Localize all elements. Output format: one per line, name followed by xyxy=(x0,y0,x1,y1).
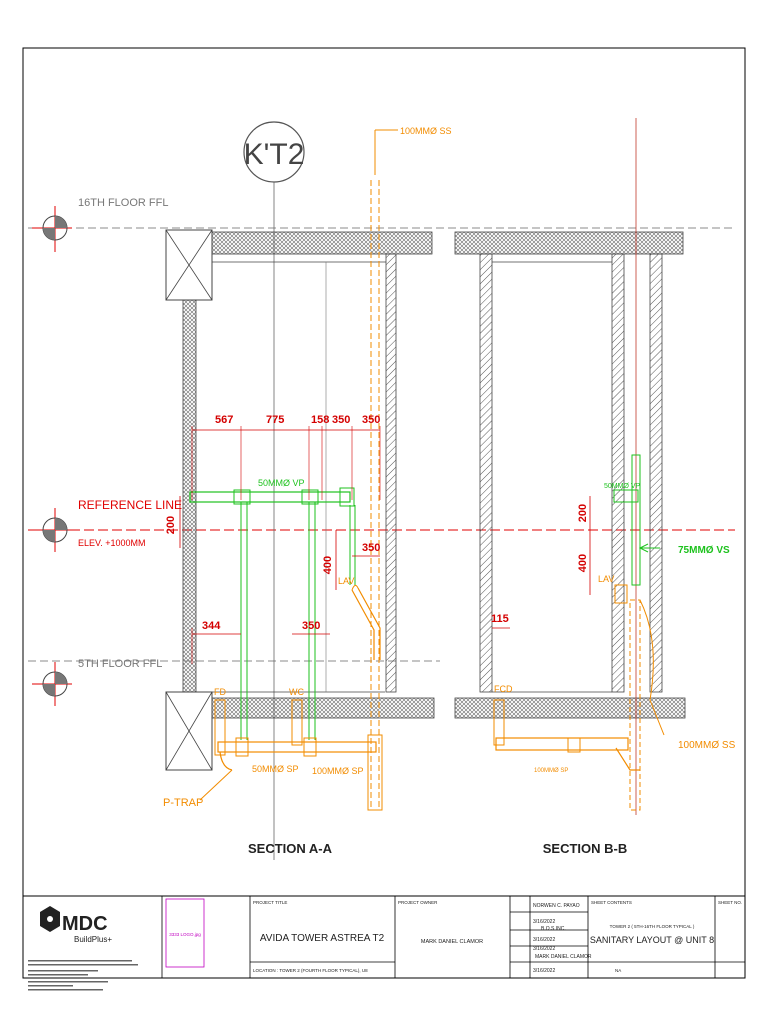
approved-by: MARK DANIEL CLAMOR xyxy=(535,954,592,960)
top-slab-a xyxy=(211,231,433,255)
room-tag-label: K'T2 xyxy=(244,138,305,171)
label-lav-b: LAV xyxy=(598,574,614,584)
date-3: 3/16/2022 xyxy=(533,946,555,952)
level-label-5th: 5TH FLOOR FFL xyxy=(78,658,162,670)
date-4: 3/16/2022 xyxy=(533,968,555,974)
label-sp-b: 100MMØ SP xyxy=(534,768,568,774)
label-vp-a: 50MMØ VP xyxy=(258,478,305,488)
ptrap-leader xyxy=(199,769,233,801)
bottom-slab-b xyxy=(454,697,686,719)
dim-350-mid: 350 xyxy=(362,542,380,554)
bottom-slab-a xyxy=(211,697,435,719)
label-sp100-a: 100MMØ SP xyxy=(312,766,364,776)
project-label: PROJECT TITLE xyxy=(253,900,287,905)
column-box-bottom xyxy=(165,691,213,771)
label-wc-a: WC xyxy=(289,687,304,697)
level-label-ref: REFERENCE LINE xyxy=(78,498,182,512)
label-fd-a: FD xyxy=(214,687,226,697)
rev-value: NA xyxy=(615,968,621,973)
designed-by: NORWEN C. PAYAO xyxy=(533,903,580,909)
vent-pipe-b xyxy=(613,454,660,586)
dim-350-a2: 350 xyxy=(362,414,380,426)
level-label-16th: 16TH FLOOR FFL xyxy=(78,197,168,209)
company-logo xyxy=(40,906,60,932)
sheet-label: SHEET NO. xyxy=(718,900,742,905)
dim-115: 115 xyxy=(491,613,509,625)
sheet-subtitle: TOWER 2 ( 5TH-16TH FLOOR TYPICAL ) xyxy=(610,924,695,929)
left-wall-b xyxy=(479,253,493,693)
dim-400-a: 400 xyxy=(322,556,334,574)
sheet-title: SANITARY LAYOUT @ UNIT 8 xyxy=(590,935,714,945)
section-b-title: SECTION B-B xyxy=(543,841,628,856)
logo-placeholder-text: 3333 LOGO.jpg xyxy=(169,932,201,937)
level-marker-5th xyxy=(32,662,72,706)
vent-pipe-a xyxy=(189,487,356,740)
column-box-top xyxy=(165,229,213,301)
dim-line-top-a xyxy=(191,426,381,500)
top-slab-b xyxy=(454,231,684,255)
owner-label: PROJECT OWNER xyxy=(398,900,438,905)
drain-run-b xyxy=(493,584,665,811)
label-sp50-a: 50MMØ SP xyxy=(252,764,299,774)
mid-wall-b xyxy=(611,253,625,693)
right-wall-a xyxy=(385,253,397,693)
level-label-elev: ELEV. +1000MM xyxy=(78,538,145,548)
label-ss-a: 100MMØ SS xyxy=(400,126,452,136)
fine-print xyxy=(28,960,138,991)
label-lav-a: LAV xyxy=(338,576,354,586)
dim-350-low: 350 xyxy=(302,620,320,632)
sheet-contents-label: SHEET CONTENTS xyxy=(591,900,632,905)
dim-158: 158 xyxy=(311,414,329,426)
project-title: AVIDA TOWER ASTREA T2 xyxy=(260,933,385,944)
dim-400-b: 400 xyxy=(577,554,589,572)
dim-350-a1: 350 xyxy=(332,414,350,426)
dim-200-a: 200 xyxy=(165,516,177,534)
checked-by: B.O.S INC. xyxy=(541,926,566,932)
date-1: 3/16/2022 xyxy=(533,919,555,925)
ss-stack-a xyxy=(370,129,398,810)
logo-placeholder xyxy=(165,898,205,968)
label-ptrap: P-TRAP xyxy=(163,797,203,809)
label-vs-b: 75MMØ VS xyxy=(678,545,730,556)
label-ss-b: 100MMØ SS xyxy=(678,740,736,751)
right-wall-b xyxy=(649,253,663,693)
title-block xyxy=(161,896,745,978)
logo-text: MDC xyxy=(62,913,108,935)
dim-200-b: 200 xyxy=(577,504,589,522)
dim-775: 775 xyxy=(266,414,284,426)
drain-run-a xyxy=(214,584,383,811)
owner-name: MARK DANIEL CLAMOR xyxy=(421,939,483,945)
date-2: 3/16/2022 xyxy=(533,937,555,943)
level-marker-16th xyxy=(32,206,72,252)
project-location: LOCATION : TOWER 2 (FOURTH FLOOR TYPICAL… xyxy=(253,968,368,973)
logo-sub: BuildPlus+ xyxy=(74,935,112,944)
label-fcd-b: FCD xyxy=(494,684,513,694)
section-a-title: SECTION A-A xyxy=(248,841,333,856)
room-tag: K'T2 xyxy=(243,121,305,183)
sheet-border xyxy=(22,47,746,979)
label-vp-b: 50MMØ VP xyxy=(604,483,641,490)
level-marker-ref xyxy=(32,508,72,552)
dim-344: 344 xyxy=(202,620,221,632)
dim-567: 567 xyxy=(215,414,233,426)
